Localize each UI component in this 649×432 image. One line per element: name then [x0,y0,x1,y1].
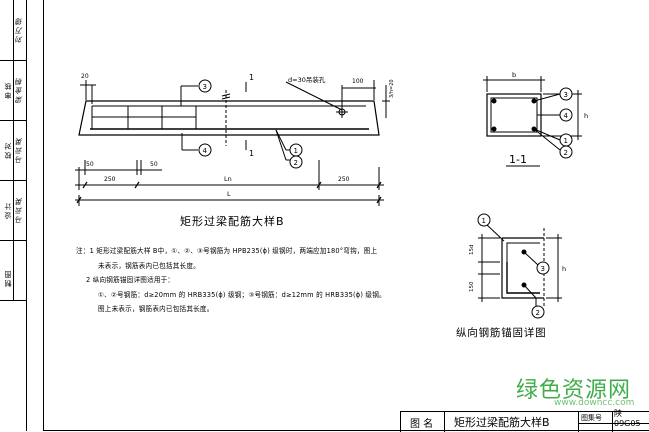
section-dim-h: h [584,112,588,120]
callout-3: 3 [203,83,207,91]
dim-left-250: 250 [104,176,116,183]
dim-hole: d=30吊装孔 [288,75,326,84]
section-label: 1-1 [509,153,527,166]
title-block-label-atlas: 图集号 [581,413,602,422]
callout-4: 4 [203,147,208,155]
section-callout-1: 1 [564,137,568,145]
main-callouts [198,79,303,169]
note-line-4: ①、②号钢筋：d≥20mm 的 HRB335(ϕ) 级钢；③号钢筋：d≥12mm… [98,290,386,299]
section-callout-4: 4 [564,112,569,120]
dim-left-50: 50 [86,161,94,168]
dim-top-100: 100 [352,78,364,85]
dim-side-ratio: 3/h=20 [389,79,395,98]
section-mark-top: 1 [249,73,254,82]
anchor-detail [478,223,562,306]
anchor-dim-150: 150 [469,281,475,292]
note-line-5: 图上未表示，钢筋表内已包括其长度。 [98,305,214,313]
title-block-drawing-name: 矩形过梁配筋大样B [454,416,550,429]
note-line-3: 2 纵向钢筋锚固详图适用于： [86,276,175,284]
anchor-dim-15d: 15d [469,245,475,256]
dim-mid-50: 50 [150,161,158,168]
anchor-callouts [477,213,550,319]
callout-2: 2 [294,159,298,167]
dim-tick-marks [76,181,382,204]
dim-top-20: 20 [81,73,89,80]
note-line-2: 未表示，钢筋表内已包括其长度。 [98,261,200,270]
dim-ln: Ln [224,175,232,183]
note-line-1: 注：1 矩形过梁配筋大样 B中，①、②、③号钢筋为 HPB235(ϕ) 级钢时，… [76,247,378,255]
watermark-logo: 绿色资源网 [516,378,632,403]
callout-1: 1 [294,147,298,155]
anchor-callout-3: 3 [541,265,545,273]
section-mark-bottom: 1 [249,149,254,158]
design-notes: 注：1 矩形过梁配筋大样 B中，①、②、③号钢筋为 HPB235(ϕ) 级钢时，… [76,244,416,317]
section-callouts [559,87,573,159]
dim-right-250: 250 [338,176,350,183]
anchor-dim-h: h [562,265,566,273]
section-callout-2: 2 [564,149,568,157]
dim-total-l: L [227,190,231,198]
approval-sidebar [0,0,27,431]
section-dim-b: b [512,71,516,79]
title-block-atlas-no: 陕09G05 [614,408,641,428]
anchor-detail-title: 纵向钢筋锚固详图 [456,326,546,339]
beam-elevation [75,80,390,206]
title-block-label-name: 图 名 [410,418,434,430]
anchor-callout-1: 1 [482,217,486,225]
main-drawing-title: 矩形过梁配筋大样B [180,214,285,228]
section-callout-3: 3 [564,91,568,99]
title-block: 图 名 矩形过梁配筋大样B 图集号 陕09G05 [400,408,649,432]
watermark-url: www.downcc.com [554,398,635,408]
anchor-callout-2: 2 [536,309,540,317]
